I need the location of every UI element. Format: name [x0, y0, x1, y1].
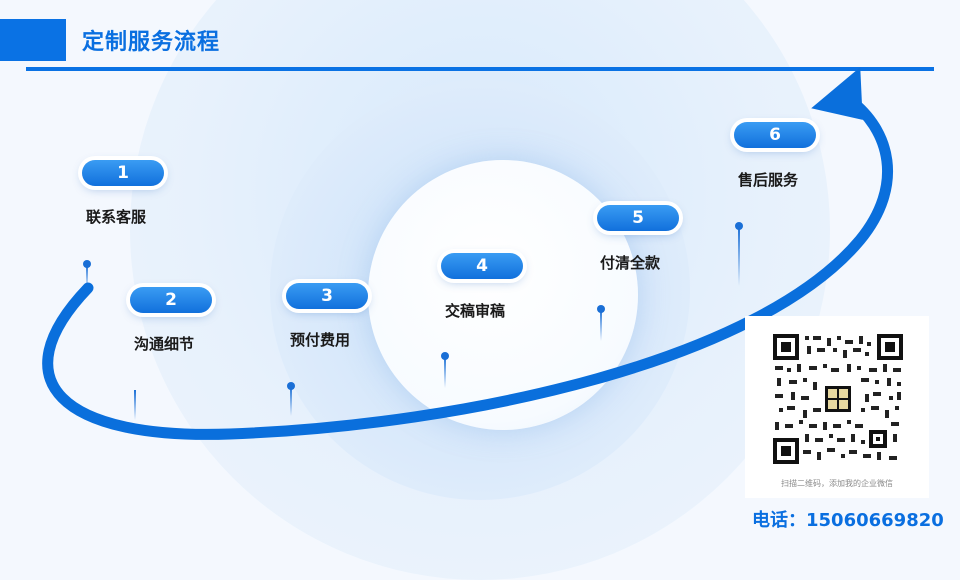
header-divider — [26, 67, 934, 71]
phone-label: 电话： — [752, 510, 806, 531]
step-1-label: 联系客服 — [86, 208, 147, 226]
step-6-label: 售后服务 — [738, 171, 799, 189]
step-6-badge: 6 — [734, 122, 816, 148]
arrow-head-icon — [811, 67, 863, 120]
step-3-label: 预付费用 — [290, 331, 351, 349]
qr-caption: 扫描二维码，添加我的企业微信 — [781, 479, 893, 488]
step-4-dot — [441, 352, 449, 360]
step-5-badge: 5 — [597, 205, 679, 231]
page-title: 定制服务流程 — [82, 30, 221, 55]
step-4-badge: 4 — [441, 253, 523, 279]
step-4-label: 交稿审稿 — [445, 302, 506, 320]
qr-code-card: 扫描二维码，添加我的企业微信 — [745, 316, 929, 498]
step-3-dot — [287, 382, 295, 390]
step-4-stem — [444, 356, 446, 388]
step-6-stem — [738, 226, 740, 286]
step-5-label: 付清全款 — [600, 254, 661, 272]
step-6-dot — [735, 222, 743, 230]
step-3-stem — [290, 386, 292, 416]
phone-number: 15060669820 — [806, 510, 944, 531]
process-arc-arrow — [42, 67, 894, 440]
step-2-stem — [134, 390, 136, 420]
step-5-dot — [597, 305, 605, 313]
step-2-badge: 2 — [130, 287, 212, 313]
step-2-label: 沟通细节 — [134, 335, 195, 353]
step-1-stem — [86, 264, 88, 290]
step-1-badge: 1 — [82, 160, 164, 186]
header-accent-block — [0, 19, 66, 61]
qr-code-image — [773, 334, 903, 464]
phone-contact: 电话：15060669820 — [752, 506, 944, 532]
step-5-stem — [600, 309, 602, 341]
step-1-dot — [83, 260, 91, 268]
step-3-badge: 3 — [286, 283, 368, 309]
